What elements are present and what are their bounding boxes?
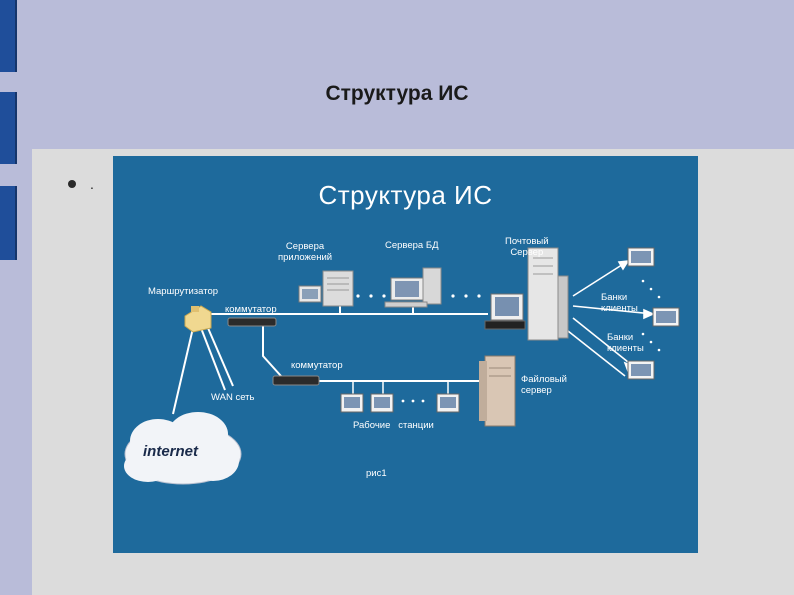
label-app-servers: Сервера приложений: [278, 241, 333, 263]
bullet-dot: [68, 180, 76, 188]
label-db-servers: Сервера БД: [385, 240, 439, 251]
label-router: Маршрутизатор: [148, 286, 219, 297]
file-server-icon: [479, 355, 516, 427]
switch2-icon: [272, 375, 320, 386]
network-diagram: Структура ИС Сервера приложений Сервера …: [113, 156, 698, 553]
client-arrows: [567, 260, 655, 377]
label-workstations: Рабочие станции: [353, 420, 434, 431]
label-switch1: коммутатор: [225, 304, 277, 315]
client-terminal-icons: [627, 247, 680, 380]
diagram-graphics: [124, 247, 680, 485]
mail-server-icon: [484, 247, 569, 341]
diagram-title: Структура ИС: [318, 180, 493, 210]
label-bank-clients-1: Банки клиенты: [601, 292, 638, 314]
label-mail-server: Почтовый Сервер: [505, 236, 549, 258]
label-file-server: Файловый сервер: [521, 374, 567, 396]
label-wan: WAN сеть: [211, 392, 255, 403]
label-bank-clients-2: Банки клиенты: [607, 332, 644, 354]
switch-link: [262, 326, 282, 377]
router-icon: [184, 305, 212, 333]
bullet-text: .: [90, 176, 94, 192]
figure-caption: рис1: [366, 468, 387, 479]
label-switch2: коммутатор: [291, 360, 343, 371]
router-internet-link: [172, 327, 194, 415]
db-server-icon: [384, 267, 442, 308]
side-mark-3: [0, 186, 17, 260]
switch1-icon: [227, 317, 277, 327]
router-wan-link: [200, 327, 226, 391]
side-mark-2: [0, 92, 17, 164]
app-server-icon: [298, 270, 354, 307]
slide-title: Структура ИС: [325, 82, 469, 105]
workstation-icons: [340, 393, 460, 413]
side-mark-1: [0, 0, 17, 72]
dot-separators: [356, 279, 661, 403]
label-internet: internet: [143, 443, 199, 460]
router-wan-link-2: [207, 327, 234, 387]
internet-cloud-icon: [124, 412, 242, 485]
